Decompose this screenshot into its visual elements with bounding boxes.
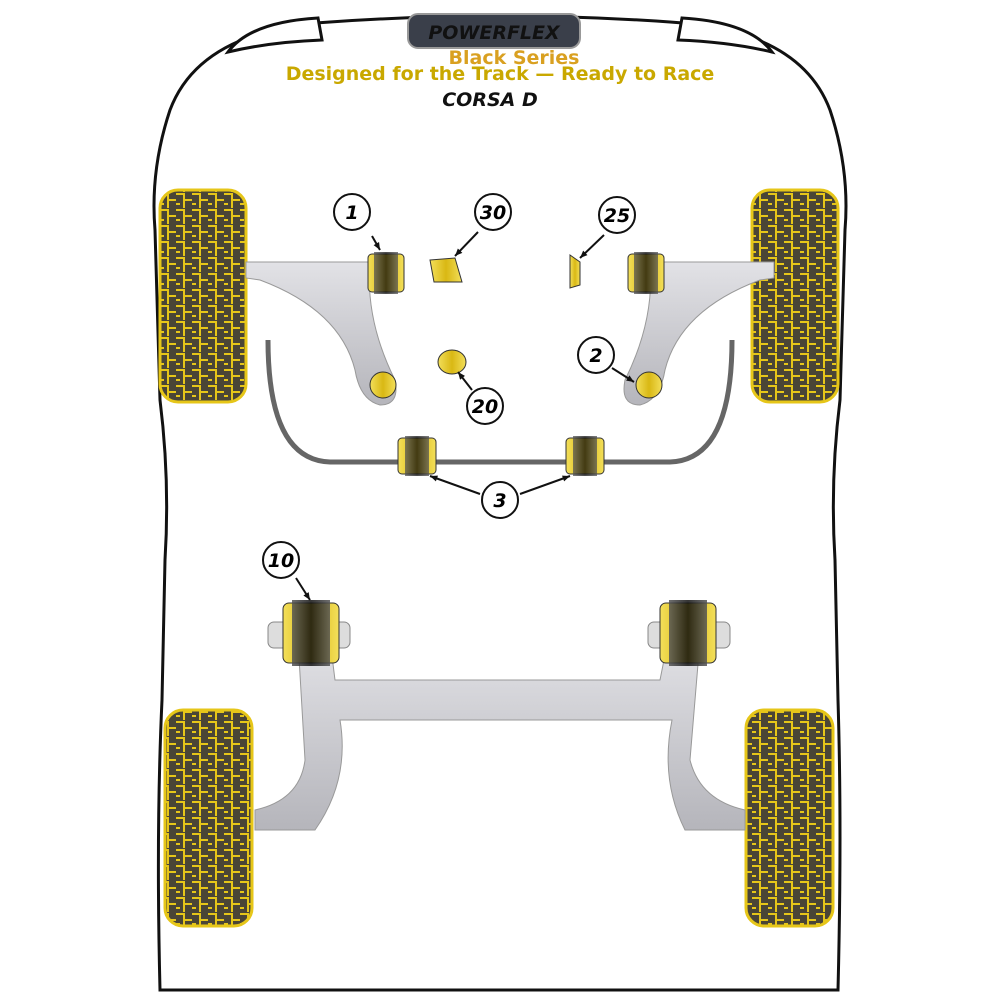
callout-circle	[481, 481, 519, 519]
callout-label: 10	[268, 550, 294, 572]
tyre-front-left	[158, 188, 248, 404]
tyre-front-right	[750, 188, 840, 404]
callout-label: 2	[589, 345, 602, 367]
callout-label: 30	[480, 202, 506, 224]
callout-label: 20	[472, 396, 498, 418]
bush-30	[429, 257, 463, 283]
bush-25	[569, 254, 581, 289]
arrowhead-icon	[626, 375, 634, 382]
right-mirror	[676, 16, 776, 55]
callout-3: 3	[429, 475, 571, 519]
tyre-rear-left	[163, 708, 254, 928]
arrowhead-icon	[580, 250, 588, 258]
callout-20: 20	[457, 371, 504, 425]
callout-circle	[474, 193, 512, 231]
callout-label: 1	[345, 202, 358, 224]
callout-arrow	[429, 475, 481, 495]
anti-roll-bar	[265, 339, 735, 465]
bush-3-right	[565, 436, 605, 476]
arrowhead-icon	[373, 242, 380, 250]
arrowhead-icon	[303, 592, 310, 600]
bush-1-left	[367, 252, 405, 294]
model-title: CORSA D	[442, 89, 538, 111]
callout-circle	[262, 541, 300, 579]
left-mirror	[224, 16, 324, 55]
callout-arrow	[519, 475, 571, 495]
callout-25: 25	[579, 196, 636, 259]
bush-10-right	[647, 600, 731, 666]
arrowhead-icon	[455, 248, 463, 256]
arrowhead-icon	[458, 372, 465, 380]
bush-1-right	[627, 252, 665, 294]
bush-2-left	[369, 371, 397, 399]
bush-20	[437, 349, 467, 375]
logo-tagline: Designed for the Track — Ready to Race	[286, 63, 715, 85]
callout-10: 10	[262, 541, 311, 601]
bush-3-left	[397, 436, 437, 476]
tyre-rear-right	[744, 708, 835, 928]
callout-30: 30	[454, 193, 512, 257]
rear-beam	[254, 639, 746, 831]
callout-2: 2	[577, 336, 635, 383]
arrowhead-icon	[430, 475, 438, 482]
callout-circle	[333, 193, 371, 231]
right-wishbone	[623, 261, 775, 406]
powerflex-logo: POWERFLEX Black Series Designed for the …	[286, 13, 715, 85]
left-wishbone	[245, 261, 397, 406]
bush-2-right	[635, 371, 663, 399]
logo-brand: POWERFLEX	[428, 22, 561, 44]
callout-circle	[466, 387, 504, 425]
arrowhead-icon	[562, 475, 570, 482]
bush-10-left	[267, 600, 351, 666]
callout-1: 1	[333, 193, 381, 251]
logo-series: Black Series	[449, 47, 580, 69]
callout-label: 25	[604, 205, 630, 227]
callout-label: 3	[493, 490, 506, 512]
callout-circle	[598, 196, 636, 234]
callout-circle	[577, 336, 615, 374]
